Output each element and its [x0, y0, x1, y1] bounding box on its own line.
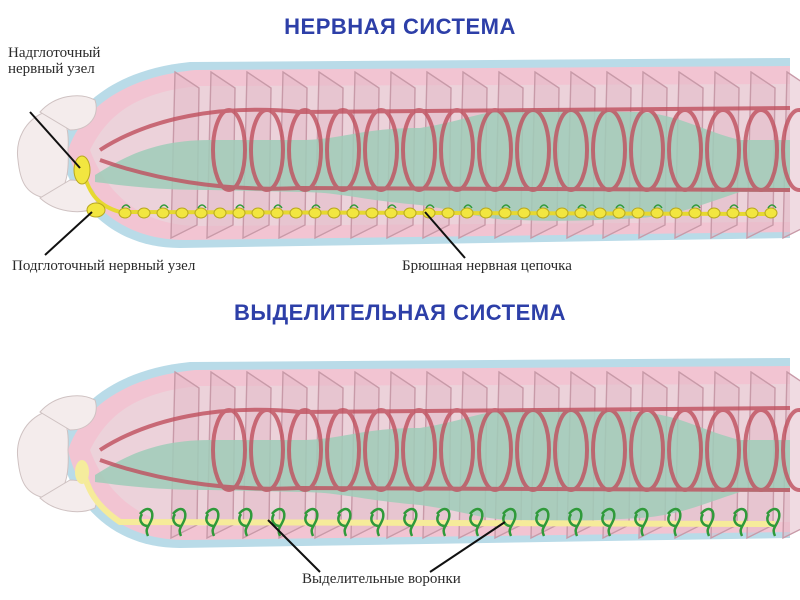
- label-subesophageal-ganglion: Подглоточный нервный узел: [12, 258, 195, 274]
- label-supraesophageal-ganglion: Надглоточный нервный узел: [8, 45, 138, 77]
- label-excretory-funnels: Выделительные воронки: [302, 571, 461, 587]
- label-ventral-nerve-cord: Брюшная нервная цепочка: [402, 258, 572, 274]
